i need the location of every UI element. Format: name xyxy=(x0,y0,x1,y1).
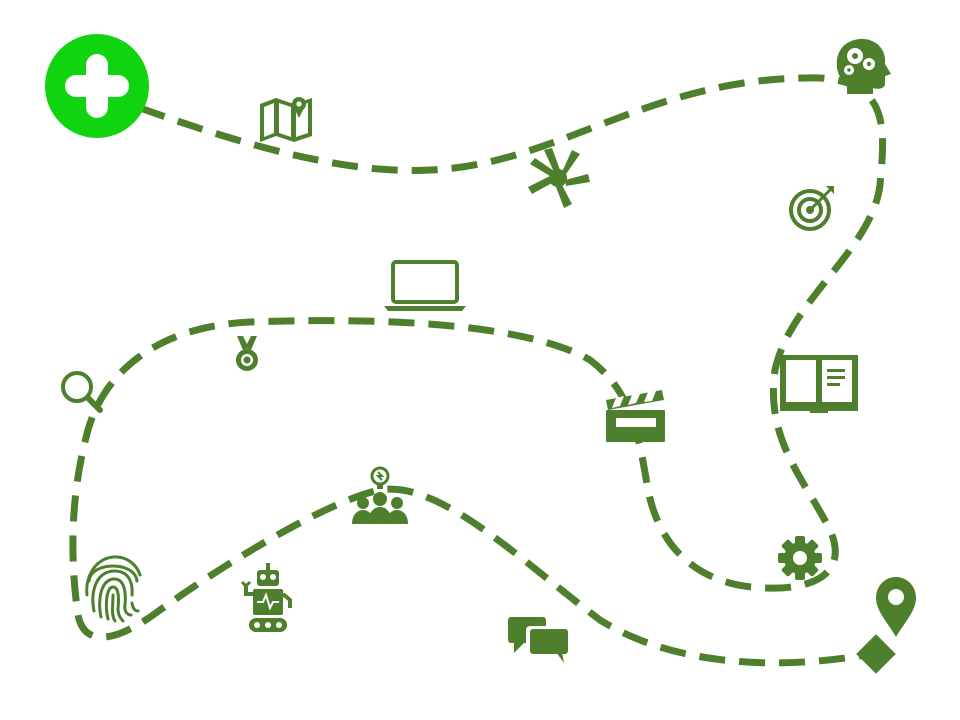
location-pin-icon xyxy=(876,577,916,637)
dashed-route-path xyxy=(69,74,887,667)
finish-diamond-icon xyxy=(856,634,896,674)
idea-team-icon xyxy=(352,466,408,524)
fingerprint-icon xyxy=(85,555,142,623)
map-pin-icon xyxy=(260,97,312,142)
gear-icon xyxy=(778,536,822,580)
teamwork-hands-icon xyxy=(528,148,590,208)
magnifier-icon xyxy=(61,371,103,413)
chat-bubbles-icon xyxy=(508,617,570,663)
open-book-icon xyxy=(780,355,858,413)
medal-icon xyxy=(236,336,258,371)
laptop-icon xyxy=(384,260,466,311)
clapperboard-icon xyxy=(606,390,665,442)
robot-icon xyxy=(240,563,292,632)
start-plus-icon xyxy=(45,34,149,138)
head-gears-icon xyxy=(836,38,891,94)
target-icon xyxy=(789,186,834,231)
